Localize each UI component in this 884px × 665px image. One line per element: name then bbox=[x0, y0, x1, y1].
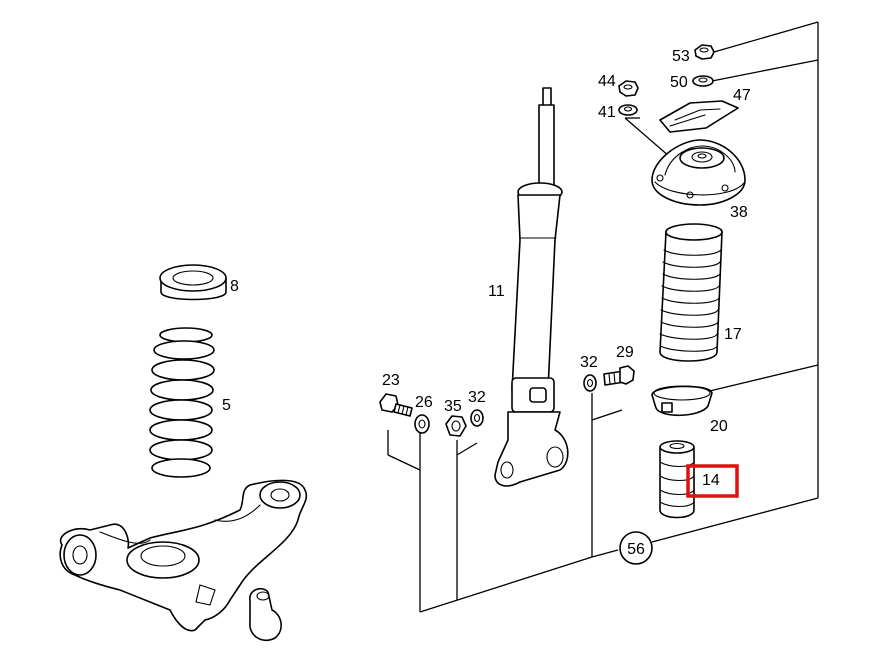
label-17: 17 bbox=[724, 326, 742, 343]
part-labels: 53 50 44 47 41 38 8 11 17 5 23 29 32 26 … bbox=[222, 48, 751, 489]
label-11: 11 bbox=[488, 283, 505, 300]
label-41: 41 bbox=[598, 104, 616, 121]
label-20: 20 bbox=[710, 418, 728, 435]
part-29-bolt bbox=[603, 365, 635, 386]
label-29: 29 bbox=[616, 344, 634, 361]
part-41-washer bbox=[618, 104, 638, 116]
part-32-washer-right bbox=[583, 374, 597, 392]
part-17-dust-boot bbox=[659, 223, 723, 362]
label-38: 38 bbox=[730, 204, 748, 221]
label-56: 56 bbox=[627, 541, 645, 558]
label-44: 44 bbox=[598, 73, 616, 90]
part-38-strut-mount bbox=[651, 139, 746, 206]
part-14-bump-stop bbox=[659, 440, 695, 519]
label-32-right: 32 bbox=[580, 354, 598, 371]
part-35-nut bbox=[445, 415, 467, 437]
label-50: 50 bbox=[670, 74, 688, 91]
label-5: 5 bbox=[222, 397, 231, 414]
label-26: 26 bbox=[415, 394, 433, 411]
label-32-left: 32 bbox=[468, 389, 486, 406]
label-53: 53 bbox=[672, 48, 690, 65]
label-47: 47 bbox=[733, 87, 751, 104]
part-8-spring-pad bbox=[159, 264, 227, 301]
callout-56: 56 bbox=[619, 531, 653, 565]
part-23-bolt bbox=[379, 393, 413, 417]
lower-control-arm bbox=[59, 479, 308, 642]
label-35: 35 bbox=[444, 398, 462, 415]
leader-lines bbox=[387, 21, 819, 613]
part-20-hose-clamp bbox=[651, 385, 713, 417]
part-5-coil-spring bbox=[149, 327, 215, 478]
part-11-shock-absorber bbox=[494, 87, 569, 487]
label-8: 8 bbox=[230, 278, 239, 295]
part-44-nut bbox=[618, 80, 639, 97]
part-47-cap bbox=[659, 100, 739, 133]
label-14: 14 bbox=[702, 472, 720, 489]
part-50-washer bbox=[692, 75, 714, 87]
part-53-nut bbox=[694, 44, 715, 60]
part-26-washer bbox=[414, 414, 430, 434]
highlight-box-14 bbox=[686, 464, 739, 498]
label-23: 23 bbox=[382, 372, 400, 389]
part-32-washer-left bbox=[470, 409, 484, 427]
